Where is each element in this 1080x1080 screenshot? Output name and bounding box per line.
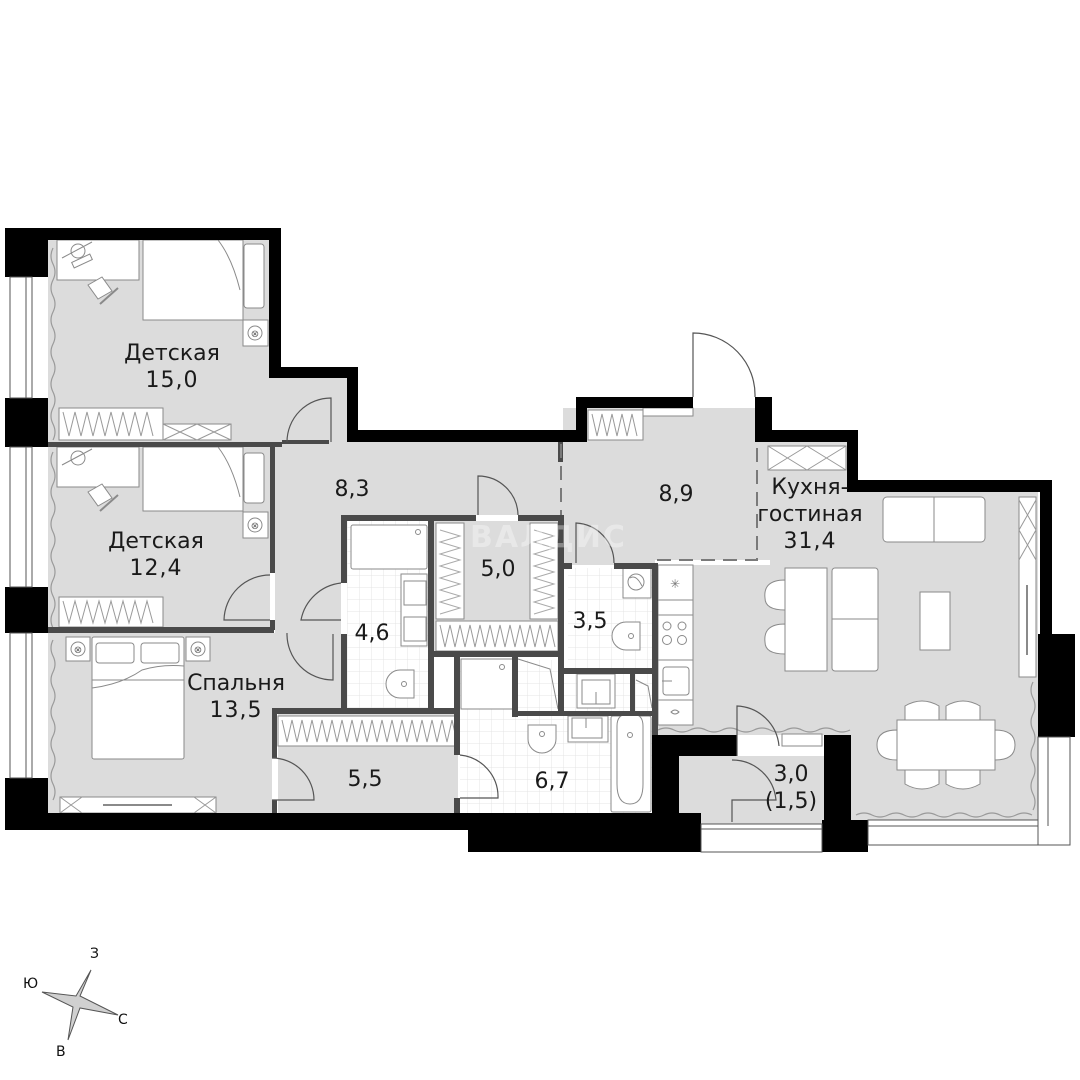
- toilet-icon: [385, 669, 415, 699]
- label-bathroom-3: 6,7: [534, 769, 570, 794]
- floor-entrance: [563, 408, 770, 565]
- furniture: ⊗ ⊗ ⊗ ⊗: [56, 239, 1037, 814]
- door-bathroom-1: [300, 582, 342, 621]
- door-bathroom-3: [459, 754, 499, 799]
- floor-kids-room-1: [48, 240, 347, 442]
- dining-table-small: [784, 567, 828, 672]
- door-bathroom-2: [575, 522, 615, 564]
- svg-text:⊗: ⊗: [194, 645, 202, 656]
- label-bathroom-1: 4,6: [354, 621, 390, 646]
- door-wardrobe-2: [271, 757, 315, 801]
- svg-text:⊗: ⊗: [251, 329, 259, 340]
- floor-hall: [275, 442, 563, 633]
- compass-east: В: [56, 1044, 66, 1060]
- windows: [9, 276, 1071, 853]
- zone-dividers: [560, 444, 758, 561]
- label-entrance: 8,9: [658, 482, 694, 507]
- dining-table: [896, 719, 996, 771]
- lamp-icon: [247, 325, 263, 341]
- label-bathroom-2: 3,5: [572, 609, 608, 634]
- chair-icon: [87, 483, 113, 507]
- desk: [56, 239, 140, 281]
- label-kids-room-2: Детская 12,4: [108, 529, 204, 581]
- label-kids-room-1: Детская 15,0: [124, 341, 220, 393]
- bed: [142, 446, 244, 512]
- door-bedroom: [286, 632, 334, 681]
- double-bed: [91, 636, 185, 760]
- floor-balcony: [679, 756, 824, 824]
- compass-rose-icon: [41, 969, 119, 1041]
- toilet-icon: [611, 621, 641, 651]
- desk: [56, 446, 140, 488]
- doors: [223, 332, 780, 822]
- coffee-table: [919, 591, 951, 651]
- curtains: [50, 247, 1036, 818]
- svg-text:⊗: ⊗: [74, 645, 82, 656]
- shower: [460, 658, 514, 710]
- door-balcony: [736, 705, 780, 756]
- door-kids-room-2: [223, 574, 271, 621]
- bed: [142, 239, 244, 321]
- bathtub: [350, 524, 428, 570]
- door-kids-room-1: [286, 397, 332, 443]
- chair-icon: [87, 276, 113, 300]
- svg-text:⊗: ⊗: [251, 521, 259, 532]
- compass-west: З: [90, 946, 99, 962]
- door-entrance: [692, 332, 756, 398]
- chair-icon: [904, 700, 940, 721]
- chair-icon: [764, 579, 786, 611]
- watermark: ВАЛДИС: [470, 520, 627, 555]
- compass-north: С: [118, 1012, 128, 1028]
- door-wardrobe-1: [477, 475, 519, 516]
- label-hall: 8,3: [334, 477, 370, 502]
- kitchen-counter: [657, 564, 694, 726]
- label-balcony: 3,0 (1,5): [764, 762, 818, 814]
- label-bedroom: Спальня 13,5: [187, 671, 285, 723]
- label-wardrobe-1: 5,0: [480, 557, 516, 582]
- toilet-icon: [527, 724, 557, 754]
- compass-south: Ю: [23, 976, 39, 992]
- exterior-walls: [5, 228, 1075, 852]
- fridge-icon: ✳: [670, 577, 680, 591]
- stove-burner-icon: [662, 621, 672, 631]
- label-wardrobe-2: 5,5: [347, 767, 383, 792]
- desk-lamp-icon: [70, 243, 86, 259]
- label-kitchen-living: Кухня- гостиная 31,4: [757, 475, 863, 554]
